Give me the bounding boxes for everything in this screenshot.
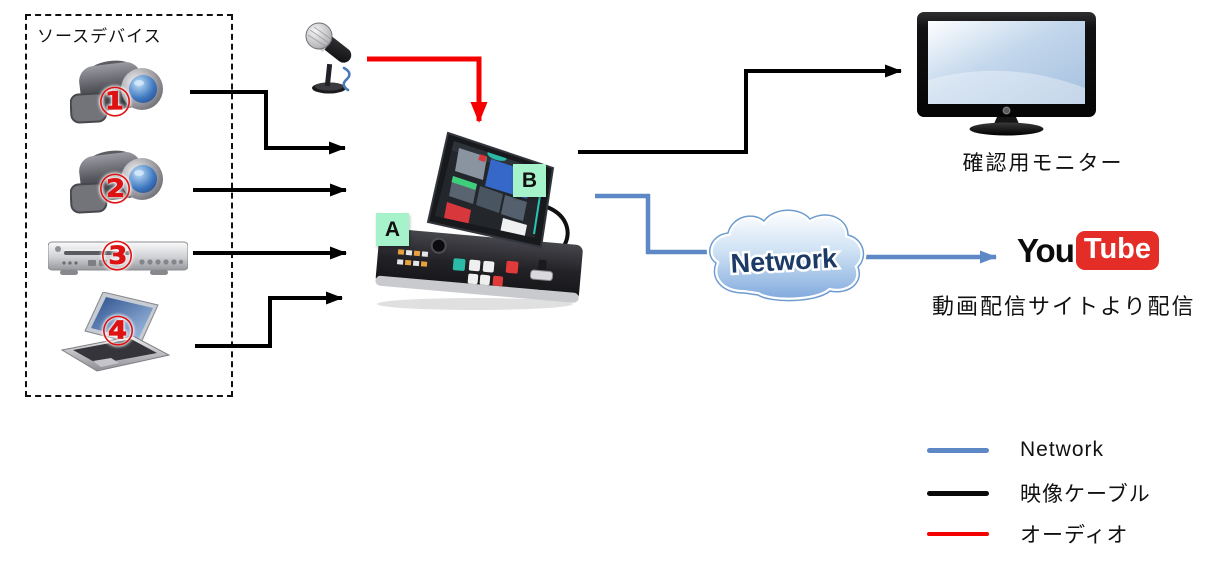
monitor-caption: 確認用モニター: [962, 152, 1124, 175]
monitor-icon: [917, 12, 1096, 136]
switcher-label-b: B: [513, 164, 546, 197]
cable-switcher-to-monitor: [578, 64, 902, 154]
legend-row-network: Network: [927, 438, 1104, 462]
video-camera-1-icon: [70, 60, 163, 124]
device-number-3: ③: [99, 233, 135, 279]
legend-row-audio: オーディオ: [927, 519, 1129, 549]
device-number-2: ②: [97, 166, 133, 212]
legend-swatch-video: [927, 490, 989, 496]
youtube-caption: 動画配信サイトより配信: [932, 294, 1196, 319]
legend-label-video: 映像ケーブル: [1020, 483, 1151, 506]
source-devices-box: [25, 14, 233, 397]
switcher-label-a: A: [376, 213, 409, 246]
youtube-logo: You Tube: [1017, 231, 1160, 270]
legend-label-audio: オーディオ: [1020, 524, 1129, 547]
laptop-icon: [60, 292, 171, 372]
device-number-4: ④: [100, 308, 136, 354]
legend-swatch-network: [927, 447, 989, 453]
video-camera-2-icon: [70, 150, 163, 214]
youtube-logo-tube: Tube: [1075, 231, 1160, 270]
youtube-logo-you: You: [1017, 231, 1075, 269]
audio-mic-to-switcher: [367, 56, 488, 123]
source-devices-label: ソースデバイス: [37, 27, 162, 46]
network-switcher-to-cloud: [595, 193, 708, 255]
legend-row-video: 映像ケーブル: [927, 478, 1151, 508]
device-number-1: ①: [97, 79, 133, 125]
network-cloud-icon: Network: [706, 207, 867, 304]
legend-label-network: Network: [1020, 438, 1105, 461]
av-player-icon: [48, 241, 188, 275]
network-cloud-label: Network: [730, 243, 839, 279]
legend-swatch-audio: [927, 532, 989, 536]
microphone-icon: [305, 22, 352, 94]
